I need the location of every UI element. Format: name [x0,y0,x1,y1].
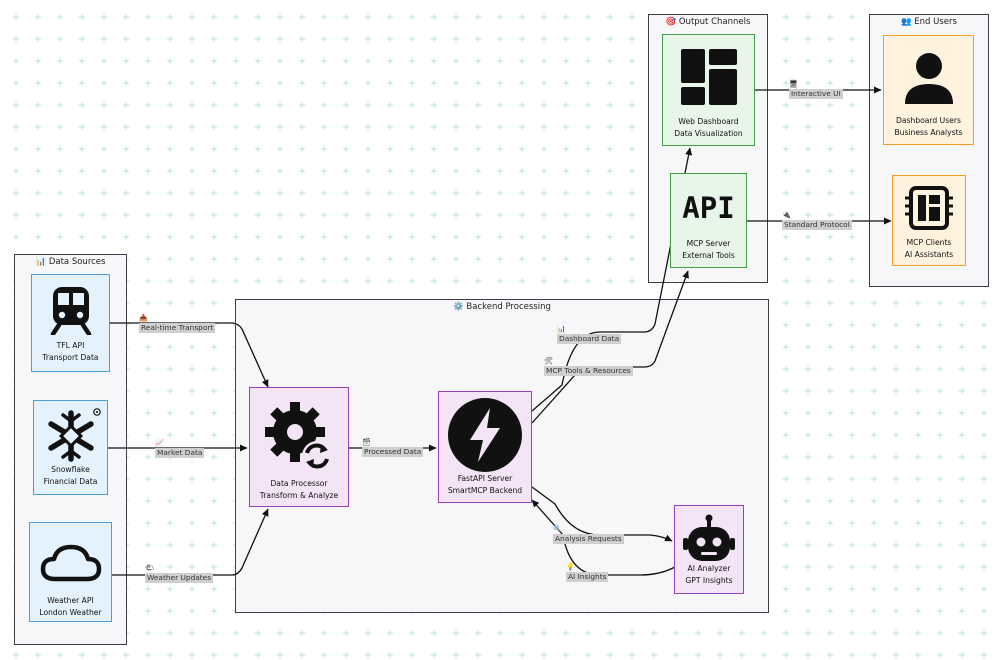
weather-api-node[interactable]: Weather API London Weather [29,522,112,622]
edge-fastapi-to-dashboard [531,147,693,412]
plug-icon: 🔌 [782,211,791,219]
chart-up-icon: 📈 [155,439,164,447]
data-sources-title: 📊 Data Sources [35,257,106,267]
edge-label-market: 📈 Market Data [155,439,205,458]
lightning-icon [448,398,522,472]
edge-label-processed: 🗃 Processed Data [362,438,424,457]
gear-sync-icon [265,402,332,471]
end-users-title: 👥 End Users [901,17,957,27]
snowflake-node[interactable]: Snowflake Financial Data [33,400,108,495]
dashboard-users-node[interactable]: Dashboard Users Business Analysts [883,35,974,145]
edge-label-analysis: 🔍 Analysis Requests [553,525,624,544]
ai-analyzer-node[interactable]: AI Analyzer GPT Insights [674,505,744,594]
mcp-clients-node[interactable]: MCP Clients AI Assistants [892,175,966,266]
dashboard-icon [680,49,737,105]
edge-tfl-to-processor [110,322,269,388]
user-icon [904,53,953,104]
download-icon: 📥 [139,314,148,322]
edge-label-insights: 💡 AI Insights [566,563,609,582]
edge-label-interactive: 🖥 Interactive UI [789,80,843,99]
edge-label-weather: 🌤 Weather Updates [145,564,214,583]
edge-fastapi-to-mcp-server [531,270,689,424]
train-icon [50,287,91,335]
mcp-server-node[interactable]: API MCP Server External Tools [670,173,747,268]
weather-icon: 🌤 [145,564,154,572]
backend-processing-title: ⚙️ Backend Processing [453,302,551,312]
robot-icon [683,514,735,561]
database-icon: 🗃 [362,438,371,446]
cloud-icon [40,544,101,582]
lightbulb-icon: 💡 [566,563,575,571]
fastapi-server-node[interactable]: FastAPI Server SmartMCP Backend [438,391,532,503]
edge-label-realtime: 📥 Real-time Transport [139,314,216,333]
magnifier-icon: 🔍 [553,525,562,533]
output-channels-title: 🎯 Output Channels [665,17,751,27]
tools-icon: 🛠 [544,357,553,365]
data-processor-node[interactable]: Data Processor Transform & Analyze [249,387,349,507]
edge-label-mcp-tools: 🛠 MCP Tools & Resources [544,357,633,376]
edge-label-dashboard-data: 📊 Dashboard Data [557,325,622,344]
api-icon: API [682,191,735,225]
tfl-api-node[interactable]: TFL API Transport Data [31,274,110,372]
monitor-icon: 🖥 [789,80,798,88]
chip-icon [905,186,953,230]
bar-chart-icon: 📊 [557,325,566,333]
web-dashboard-node[interactable]: Web Dashboard Data Visualization [662,34,755,146]
snowflake-icon [47,408,101,462]
edge-weather-to-processor [112,508,269,576]
edge-label-standard: 🔌 Standard Protocol [782,211,852,230]
